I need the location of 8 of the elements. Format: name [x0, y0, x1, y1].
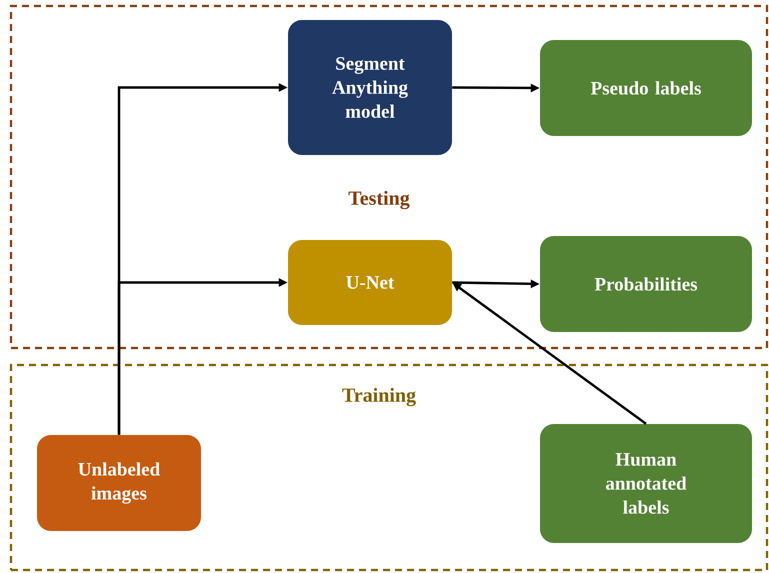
process-box: Segment Anything model [288, 20, 452, 155]
process-box: Probabilities [540, 236, 752, 332]
process-box: U-Net [288, 240, 452, 325]
region-heading: Training [342, 388, 416, 406]
region-heading: Testing [348, 190, 410, 210]
process-box: Pseudo labels [540, 40, 752, 136]
process-box: Human annotated labels [540, 424, 752, 543]
process-box: Unlabeled images [37, 435, 201, 531]
